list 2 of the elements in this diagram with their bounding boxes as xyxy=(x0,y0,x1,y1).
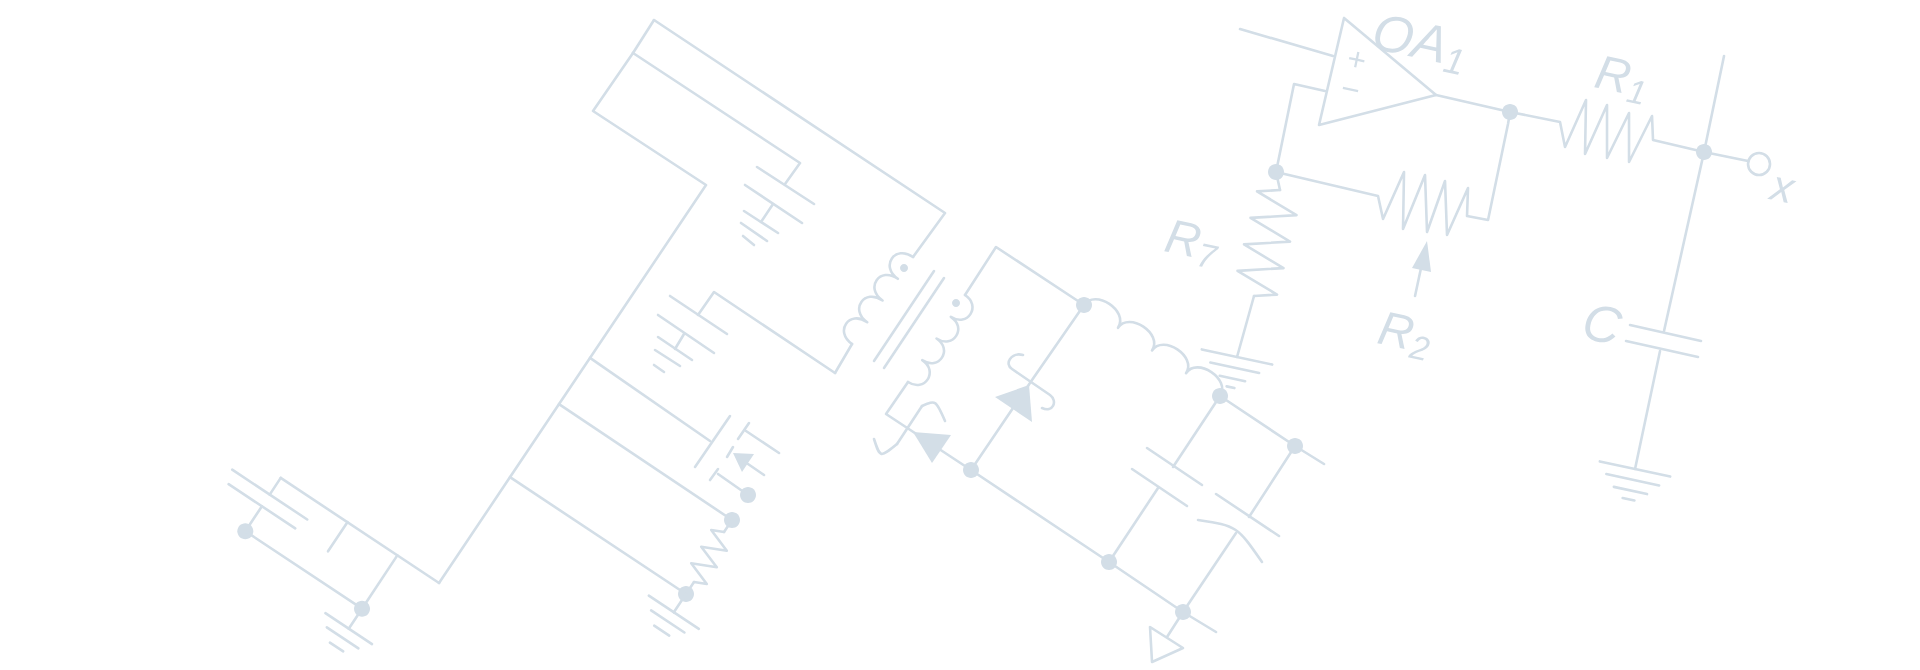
pin-sign: + xyxy=(1348,51,1365,68)
pin-sign: − xyxy=(1342,86,1359,93)
